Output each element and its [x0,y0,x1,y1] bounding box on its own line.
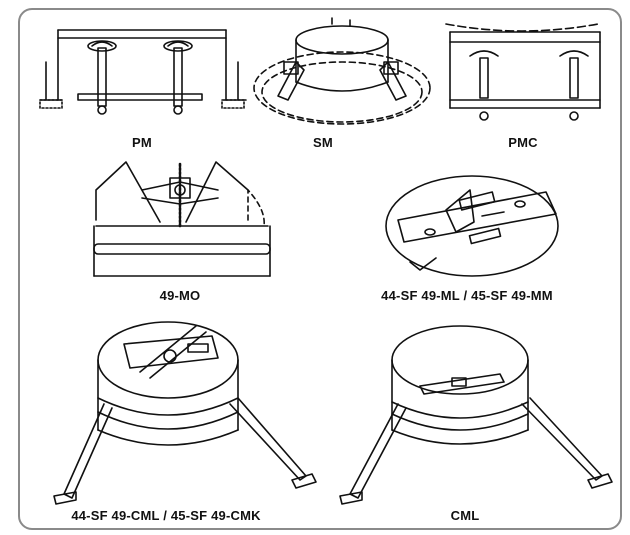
diagram-frame [18,8,622,530]
cml-cmk-drawing [54,322,316,504]
label-pmc: PMC [508,135,538,150]
mo-drawing [94,162,270,276]
label-cml: CML [450,508,480,523]
pmc-drawing [446,24,600,120]
sm-drawing [254,18,430,124]
pm-drawing [40,30,246,114]
label-sm: SM [313,135,333,150]
label-49-mo: 49-MO [159,288,201,303]
label-44-sf-49-cml: 44-SF 49-CML / 45-SF 49-CMK [71,508,261,523]
label-pm: PM [132,135,152,150]
label-44-sf-49-ml: 44-SF 49-ML / 45-SF 49-MM [381,288,553,303]
cml-drawing [340,326,612,504]
ml-drawing [386,176,558,276]
